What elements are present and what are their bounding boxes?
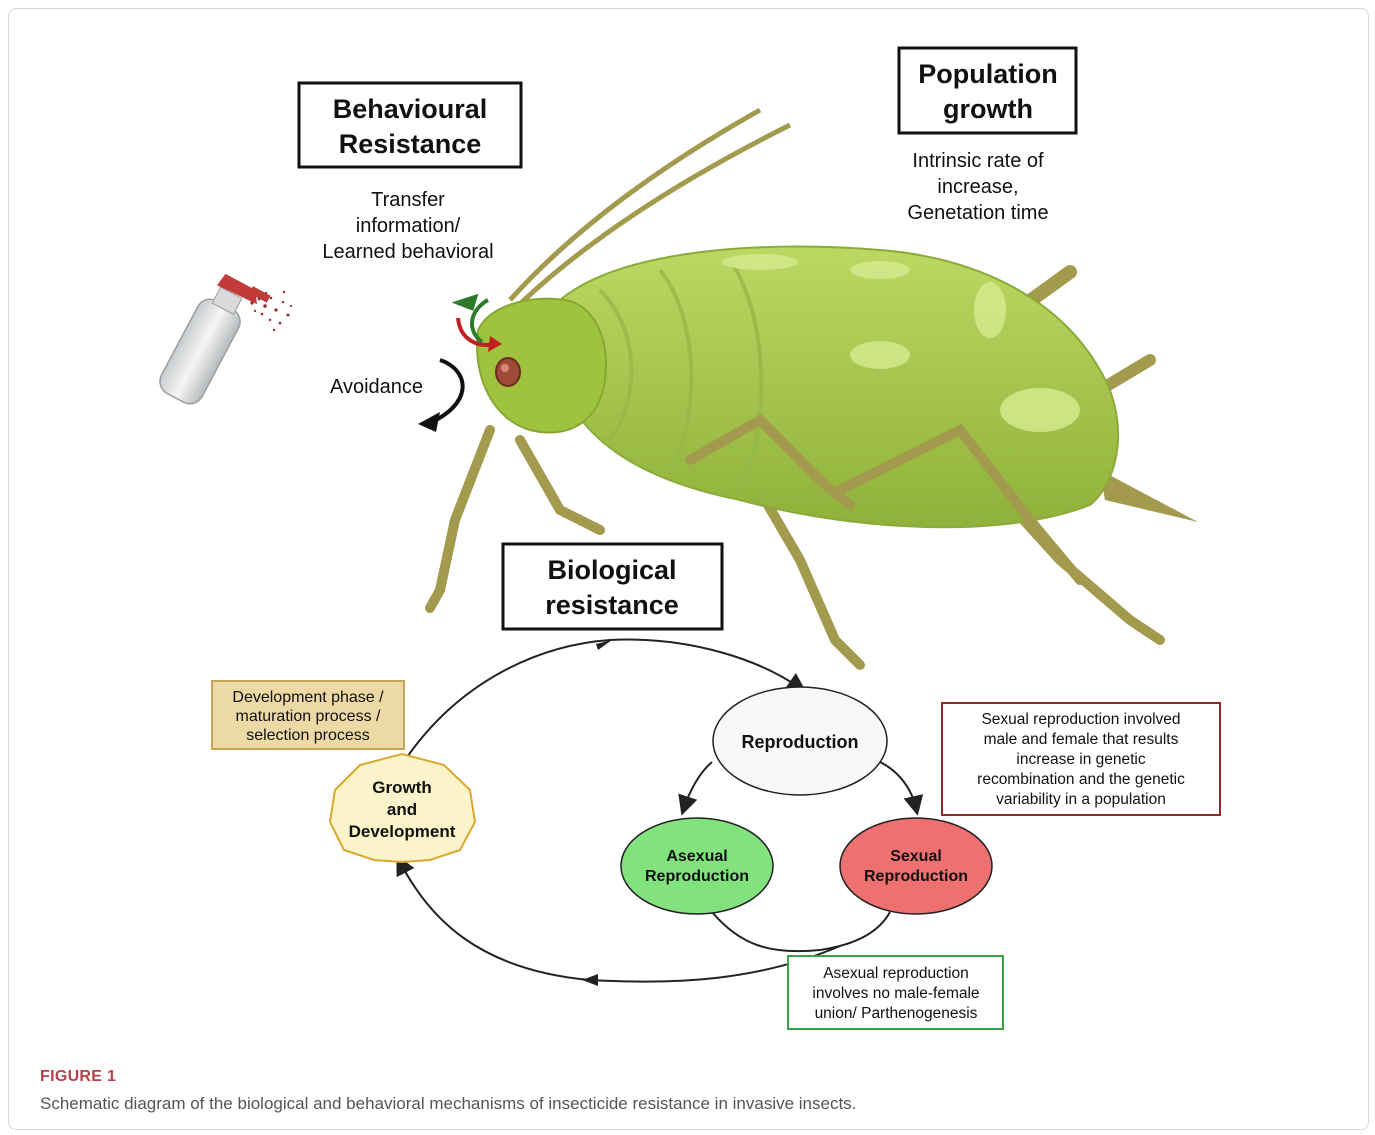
asexual-reproduction-node: Asexual Reproduction <box>621 818 773 914</box>
biological-title-line1: Biological <box>547 555 676 585</box>
sexual-note-line5: variability in a population <box>996 791 1166 808</box>
development-line3: selection process <box>246 727 370 744</box>
population-desc-line3: Genetation time <box>907 202 1048 224</box>
biological-title-line2: resistance <box>545 590 679 620</box>
sexual-line2: Reproduction <box>864 868 968 885</box>
sexual-reproduction-note: Sexual reproduction involved male and fe… <box>942 703 1220 815</box>
growth-line2: and <box>387 800 417 819</box>
asexual-line2: Reproduction <box>645 868 749 885</box>
development-line1: Development phase / <box>232 689 384 706</box>
sexual-note-line3: increase in genetic <box>1016 751 1145 768</box>
behavioural-desc-line2: information/ <box>356 215 461 237</box>
asexual-note-line1: Asexual reproduction <box>823 965 969 982</box>
sexual-note-line4: recombination and the genetic <box>977 771 1185 788</box>
asexual-line1: Asexual <box>666 848 727 865</box>
sexual-note-line1: Sexual reproduction involved <box>981 711 1180 728</box>
behavioural-desc-line3: Learned behavioral <box>322 241 493 263</box>
bottom-arrowhead-icon <box>582 974 598 986</box>
growth-line1: Growth <box>372 778 432 797</box>
behavioural-title-line2: Resistance <box>339 129 482 159</box>
sexual-line1: Sexual <box>890 848 942 865</box>
population-desc-line2: increase, <box>937 176 1018 198</box>
population-desc-line1: Intrinsic rate of <box>912 150 1044 172</box>
figure-caption: Schematic diagram of the biological and … <box>40 1094 856 1114</box>
sexual-reproduction-node: Sexual Reproduction <box>840 818 992 914</box>
biological-resistance-box: Biological resistance <box>503 544 722 629</box>
growth-line3: Development <box>349 822 456 841</box>
spray-bottle-icon <box>155 268 292 415</box>
behavioural-title-line1: Behavioural <box>333 94 488 124</box>
behavioural-resistance-box: Behavioural Resistance <box>299 83 521 167</box>
asexual-note-line2: involves no male-female <box>812 985 979 1002</box>
population-growth-box: Population growth <box>899 48 1076 133</box>
population-title-line1: Population <box>918 59 1057 89</box>
behavioural-desc-line1: Transfer <box>371 189 445 211</box>
asexual-note-line3: union/ Parthenogenesis <box>815 1005 978 1022</box>
diagram-figure: Behavioural Resistance Transfer informat… <box>0 0 1375 1060</box>
asexual-reproduction-note: Asexual reproduction involves no male-fe… <box>788 956 1003 1029</box>
population-title-line2: growth <box>943 94 1033 124</box>
sexual-note-line2: male and female that results <box>984 731 1179 748</box>
development-phase-box: Development phase / maturation process /… <box>212 681 404 749</box>
reproduction-label: Reproduction <box>742 732 859 752</box>
growth-development-node: Growth and Development <box>330 754 475 862</box>
development-line2: maturation process / <box>236 708 382 725</box>
avoidance-label: Avoidance <box>330 376 423 398</box>
reproduction-node: Reproduction <box>713 687 887 795</box>
cycle-arrows <box>400 640 916 982</box>
figure-label: FIGURE 1 <box>40 1068 116 1086</box>
